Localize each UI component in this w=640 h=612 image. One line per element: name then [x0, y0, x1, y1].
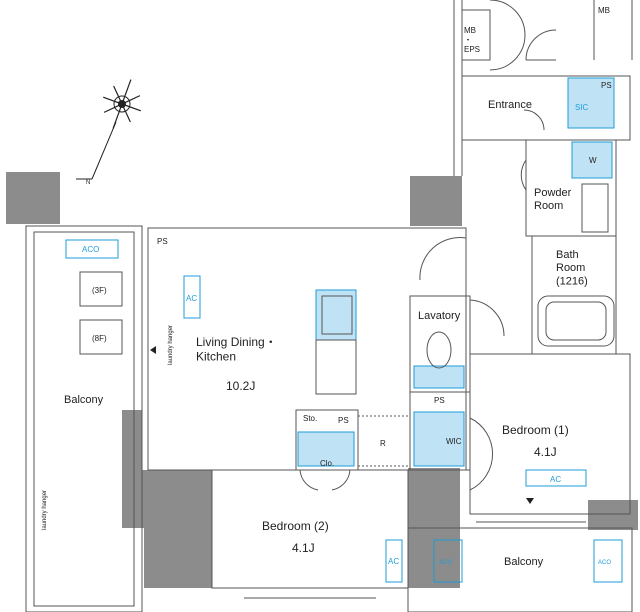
label-ps-ldk: PS — [157, 237, 168, 246]
label-bedroom-2-size: 4.1J — [292, 541, 315, 555]
label-balcony-left: Balcony — [64, 394, 104, 406]
label-laundry-hanger-2: laundry hanger — [42, 490, 48, 530]
label-ps-lavatory: PS — [434, 396, 445, 405]
label-ac-bedroom-2: AC — [388, 557, 399, 566]
label-unit-3f: (3F) — [92, 286, 107, 295]
label-lavatory: Lavatory — [418, 310, 461, 322]
label-clo: Clo. — [320, 459, 334, 468]
label-sto: Sto. — [303, 414, 317, 423]
label-ac-ldk: AC — [186, 294, 197, 303]
label-bedroom-1-size: 4.1J — [534, 445, 557, 459]
label-mb-eps: MB・EPS — [464, 26, 480, 54]
fixtures — [65, 77, 623, 583]
label-aco-balcony-left: ACO — [82, 245, 99, 254]
entry-marker-left — [150, 346, 156, 354]
label-balcony-bottom: Balcony — [504, 556, 544, 568]
label-ps-top: PS — [601, 81, 612, 90]
label-bedroom-2: Bedroom (2) — [262, 519, 329, 533]
label-entrance: Entrance — [488, 99, 532, 111]
label-ldk-size: 10.2J — [226, 379, 255, 393]
label-bedroom-1: Bedroom (1) — [502, 423, 569, 437]
label-ps-kitchen: PS — [338, 416, 349, 425]
label-unit-8f: (8F) — [92, 334, 107, 343]
door-swing-icon — [299, 0, 557, 491]
walls — [6, 172, 638, 588]
label-sic: SIC — [575, 103, 589, 112]
entry-marker-bedroom1 — [526, 498, 534, 504]
label-r: R — [380, 439, 386, 448]
compass-rose-icon: N — [76, 79, 141, 186]
label-mb-top: MB — [598, 6, 610, 15]
outline-lines — [25, 0, 633, 612]
north-label: N — [86, 180, 90, 186]
label-washer: W — [589, 156, 597, 165]
label-ac-bedroom-1: AC — [550, 475, 561, 484]
label-aco-bottom-left: ACO — [439, 560, 452, 566]
label-aco-bottom-right: ACO — [598, 560, 611, 566]
label-wic: WIC — [446, 437, 462, 446]
label-laundry-hanger-1: laundry hanger — [168, 325, 174, 365]
label-living-dining-kitchen: Living Dining・Kitchen — [196, 335, 277, 363]
